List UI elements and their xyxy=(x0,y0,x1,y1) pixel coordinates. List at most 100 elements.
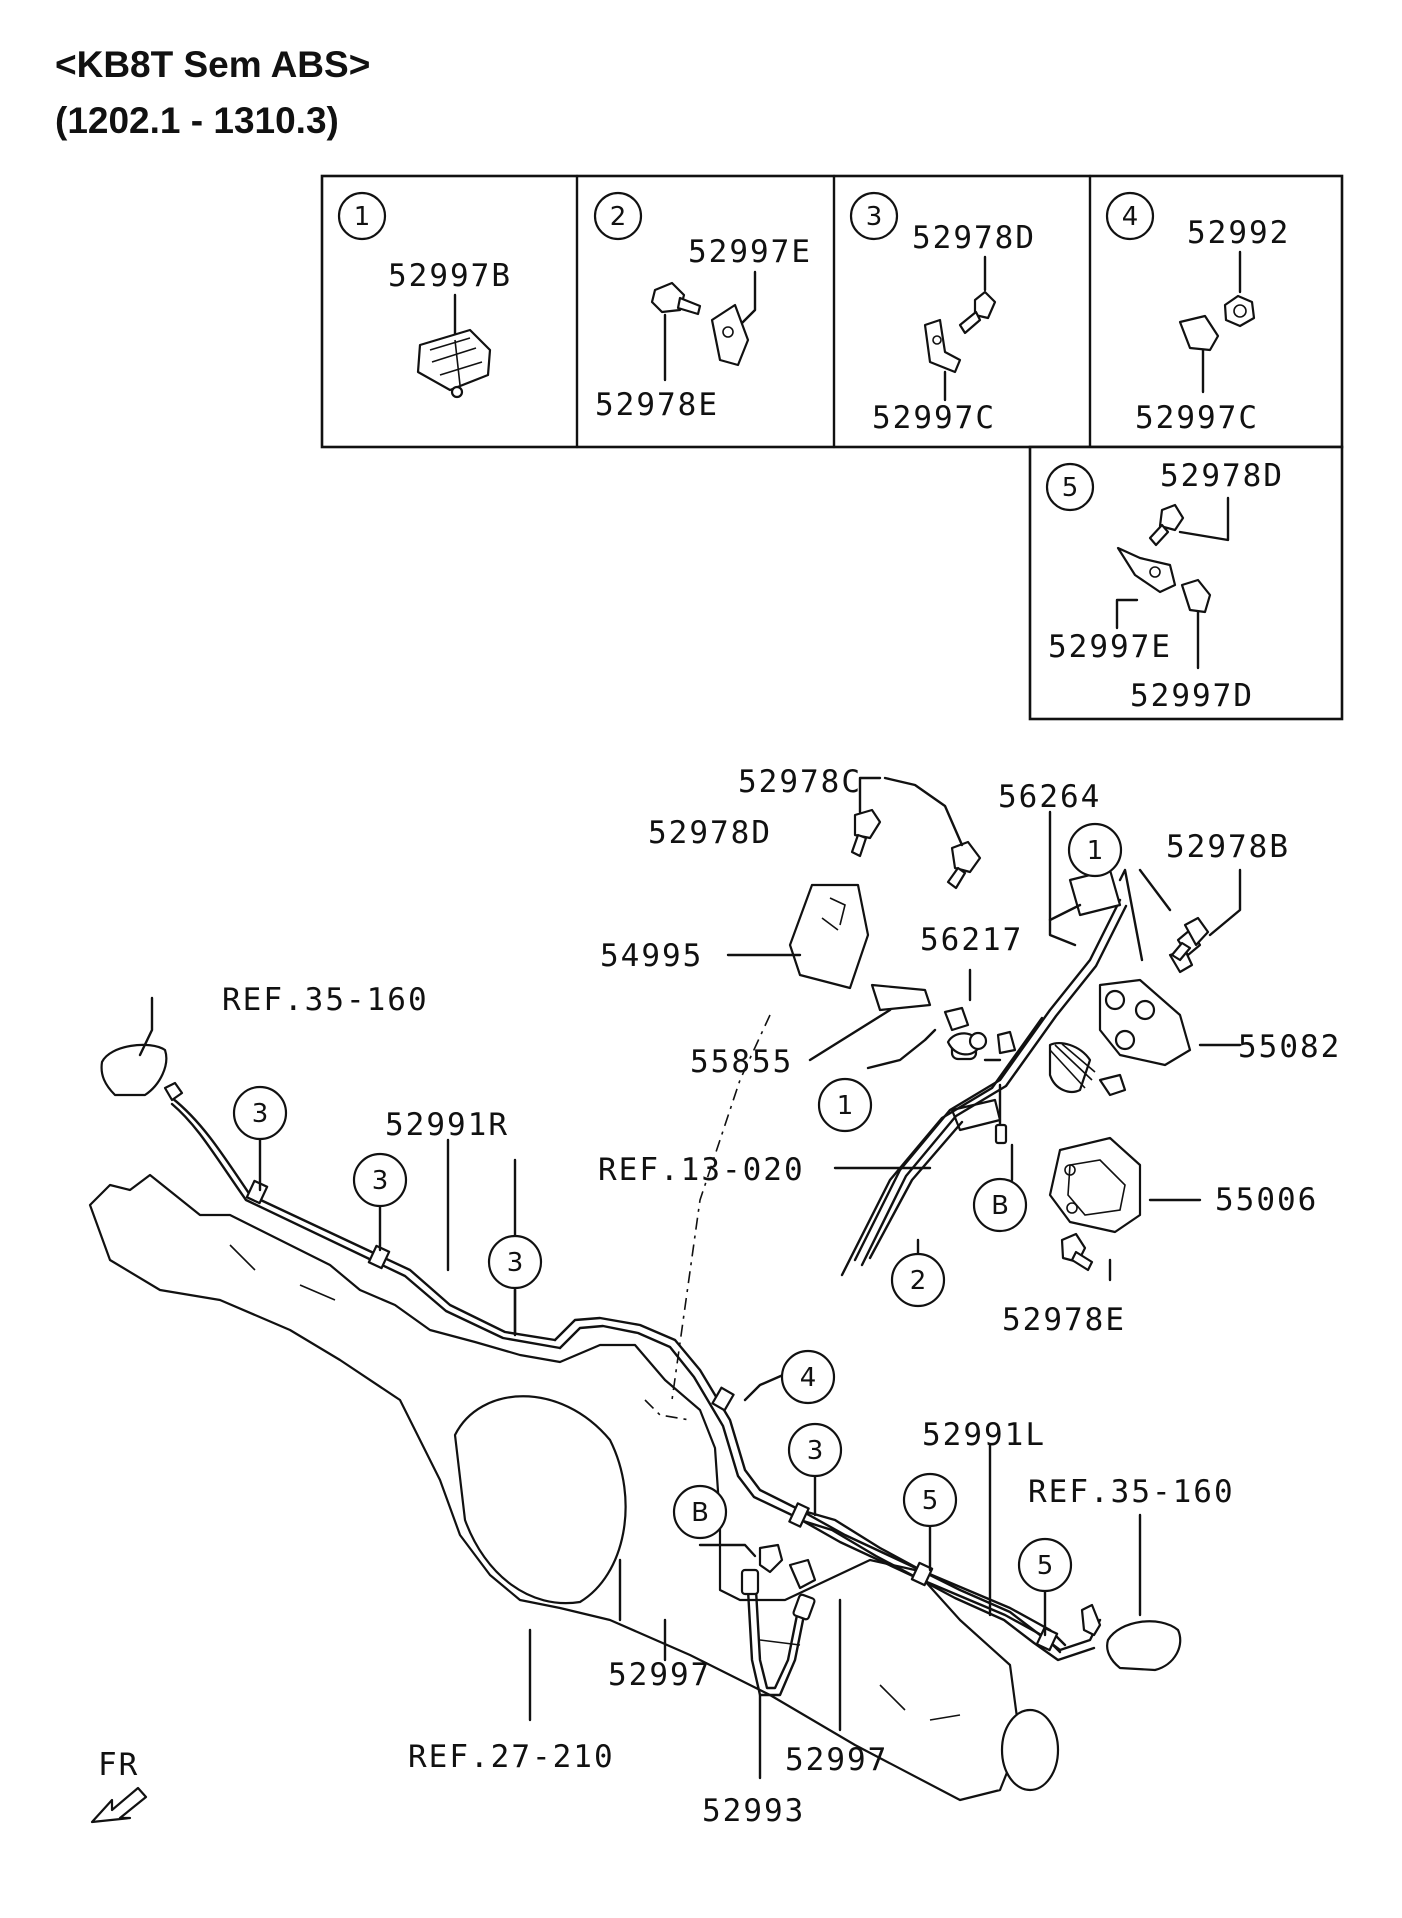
callout-5-b: 5 xyxy=(1017,1537,1073,1593)
detail-box-3: 3 52978D 52997C xyxy=(849,191,1036,436)
svg-text:1: 1 xyxy=(837,1091,854,1121)
label-52978D-box5: 52978D xyxy=(1160,458,1284,494)
callout-3-d: 3 xyxy=(787,1422,843,1478)
callout-3-a: 3 xyxy=(232,1085,288,1141)
rear-axle-housing-drawing xyxy=(88,1173,1060,1802)
label-52978E: 52978E xyxy=(595,387,719,423)
wheel-cylinder-right-drawing xyxy=(1106,1620,1182,1672)
svg-text:1: 1 xyxy=(1087,836,1104,866)
svg-text:4: 4 xyxy=(800,1363,817,1393)
detail-boxes xyxy=(320,174,1344,721)
svg-text:3: 3 xyxy=(807,1436,824,1466)
label-ref-35-160-right: REF.35-160 xyxy=(1028,1474,1235,1510)
label-55082: 55082 xyxy=(1238,1029,1341,1065)
detail-number-4 xyxy=(1105,191,1155,241)
label-55855: 55855 xyxy=(690,1044,793,1080)
label-52991R: 52991R xyxy=(385,1107,509,1143)
front-arrow-icon xyxy=(90,1786,148,1824)
label-52997D-box5: 52997D xyxy=(1130,678,1254,714)
svg-text:3: 3 xyxy=(507,1248,524,1278)
label-52997B: 52997B xyxy=(388,258,512,294)
label-52997E-box5: 52997E xyxy=(1048,629,1172,665)
label-52997C-box3: 52997C xyxy=(872,400,996,436)
bolt-52978D-main-icon xyxy=(850,808,882,858)
svg-text:2: 2 xyxy=(910,1266,927,1296)
main-part-labels: 52978C 52978D 56264 52978B 54995 56217 5… xyxy=(222,764,1341,1829)
label-ref-13-020: REF.13-020 xyxy=(598,1152,805,1188)
label-52978D: 52978D xyxy=(648,815,772,851)
svg-text:5: 5 xyxy=(922,1486,939,1516)
bracket-52997E-box5-icon xyxy=(1116,546,1177,594)
detail-number-2 xyxy=(593,191,643,241)
callout-B-right: B xyxy=(972,1177,1028,1233)
callout-2: 2 xyxy=(890,1252,946,1308)
label-52978C: 52978C xyxy=(738,764,862,800)
label-56264: 56264 xyxy=(998,779,1101,815)
svg-text:1: 1 xyxy=(354,202,371,232)
label-52997-b: 52997 xyxy=(785,1742,888,1778)
svg-text:5: 5 xyxy=(1037,1551,1054,1581)
svg-text:3: 3 xyxy=(252,1099,269,1129)
label-52997-a: 52997 xyxy=(608,1657,711,1693)
label-fr: FR xyxy=(98,1747,139,1783)
pipe-bundle-56264-drawing xyxy=(840,868,1202,1277)
svg-text:3: 3 xyxy=(372,1166,389,1196)
label-52978E: 52978E xyxy=(1002,1302,1126,1338)
title-date-range: (1202.1 - 1310.3) xyxy=(55,100,339,141)
brake-line-52991R-drawing xyxy=(170,1096,1067,1654)
detail-box-5: 5 52978D 52997E 52997D xyxy=(1045,458,1284,714)
nut-52992-icon xyxy=(1223,294,1256,328)
hose-52993-drawing xyxy=(740,1543,817,1697)
svg-text:B: B xyxy=(991,1191,1009,1221)
callout-1-mid: 1 xyxy=(817,1077,873,1133)
callout-3-c: 3 xyxy=(487,1234,543,1290)
clip-52997C-icon xyxy=(1178,314,1220,352)
label-ref-27-210: REF.27-210 xyxy=(408,1739,615,1775)
callout-5-a: 5 xyxy=(902,1472,958,1528)
callout-4: 4 xyxy=(780,1349,836,1405)
load-valve-55006-drawing xyxy=(1048,1136,1142,1272)
label-56217: 56217 xyxy=(920,922,1023,958)
label-52997C-box4: 52997C xyxy=(1135,400,1259,436)
detail-number-3 xyxy=(849,191,899,241)
brake-line-52991L-drawing xyxy=(788,1502,1102,1662)
bolt-52978D-box5-icon xyxy=(1148,503,1185,547)
callout-1-top: 1 xyxy=(1067,822,1123,878)
detail-number-5 xyxy=(1045,462,1095,512)
detail-box-4: 4 52992 52997C xyxy=(1105,191,1290,436)
callout-B-left: B xyxy=(672,1484,728,1540)
bracket-52997E-icon xyxy=(710,303,750,367)
detail-box-1: 1 52997B xyxy=(337,191,512,399)
clamp-52997B-icon xyxy=(416,328,492,399)
label-52991L: 52991L xyxy=(922,1417,1046,1453)
svg-text:4: 4 xyxy=(1122,202,1139,232)
front-direction-indicator: FR xyxy=(90,1747,148,1824)
wheel-cylinder-left-drawing xyxy=(100,1043,184,1102)
leader-lines xyxy=(138,776,1242,1780)
label-ref-35-160-left: REF.35-160 xyxy=(222,982,429,1018)
detail-box-2: 2 52997E 52978E xyxy=(593,191,812,423)
clip-56217-icon xyxy=(943,1006,970,1032)
svg-text:5: 5 xyxy=(1062,473,1079,503)
bolt-52978E-icon xyxy=(650,281,702,316)
svg-text:3: 3 xyxy=(866,202,883,232)
label-52992: 52992 xyxy=(1187,215,1290,251)
valve-assembly-drawing xyxy=(788,883,1002,1132)
callout-3-b: 3 xyxy=(352,1152,408,1208)
label-52993: 52993 xyxy=(702,1793,805,1829)
bolt-52978D-icon xyxy=(958,290,997,335)
label-52997E: 52997E xyxy=(688,234,812,270)
label-52978D-box3: 52978D xyxy=(912,220,1036,256)
svg-text:2: 2 xyxy=(610,202,627,232)
title-model: <KB8T Sem ABS> xyxy=(55,44,370,85)
detail-number-1 xyxy=(337,191,387,241)
bolt-52978B-main-icon xyxy=(1170,916,1210,962)
label-54995: 54995 xyxy=(600,938,703,974)
bracket-52997C-icon xyxy=(923,318,962,374)
label-55006: 55006 xyxy=(1215,1182,1318,1218)
svg-text:B: B xyxy=(691,1498,709,1528)
bolt-52978C-main-icon xyxy=(946,840,982,890)
label-52978B: 52978B xyxy=(1166,829,1290,865)
grommet-52997D-icon xyxy=(1180,578,1212,614)
